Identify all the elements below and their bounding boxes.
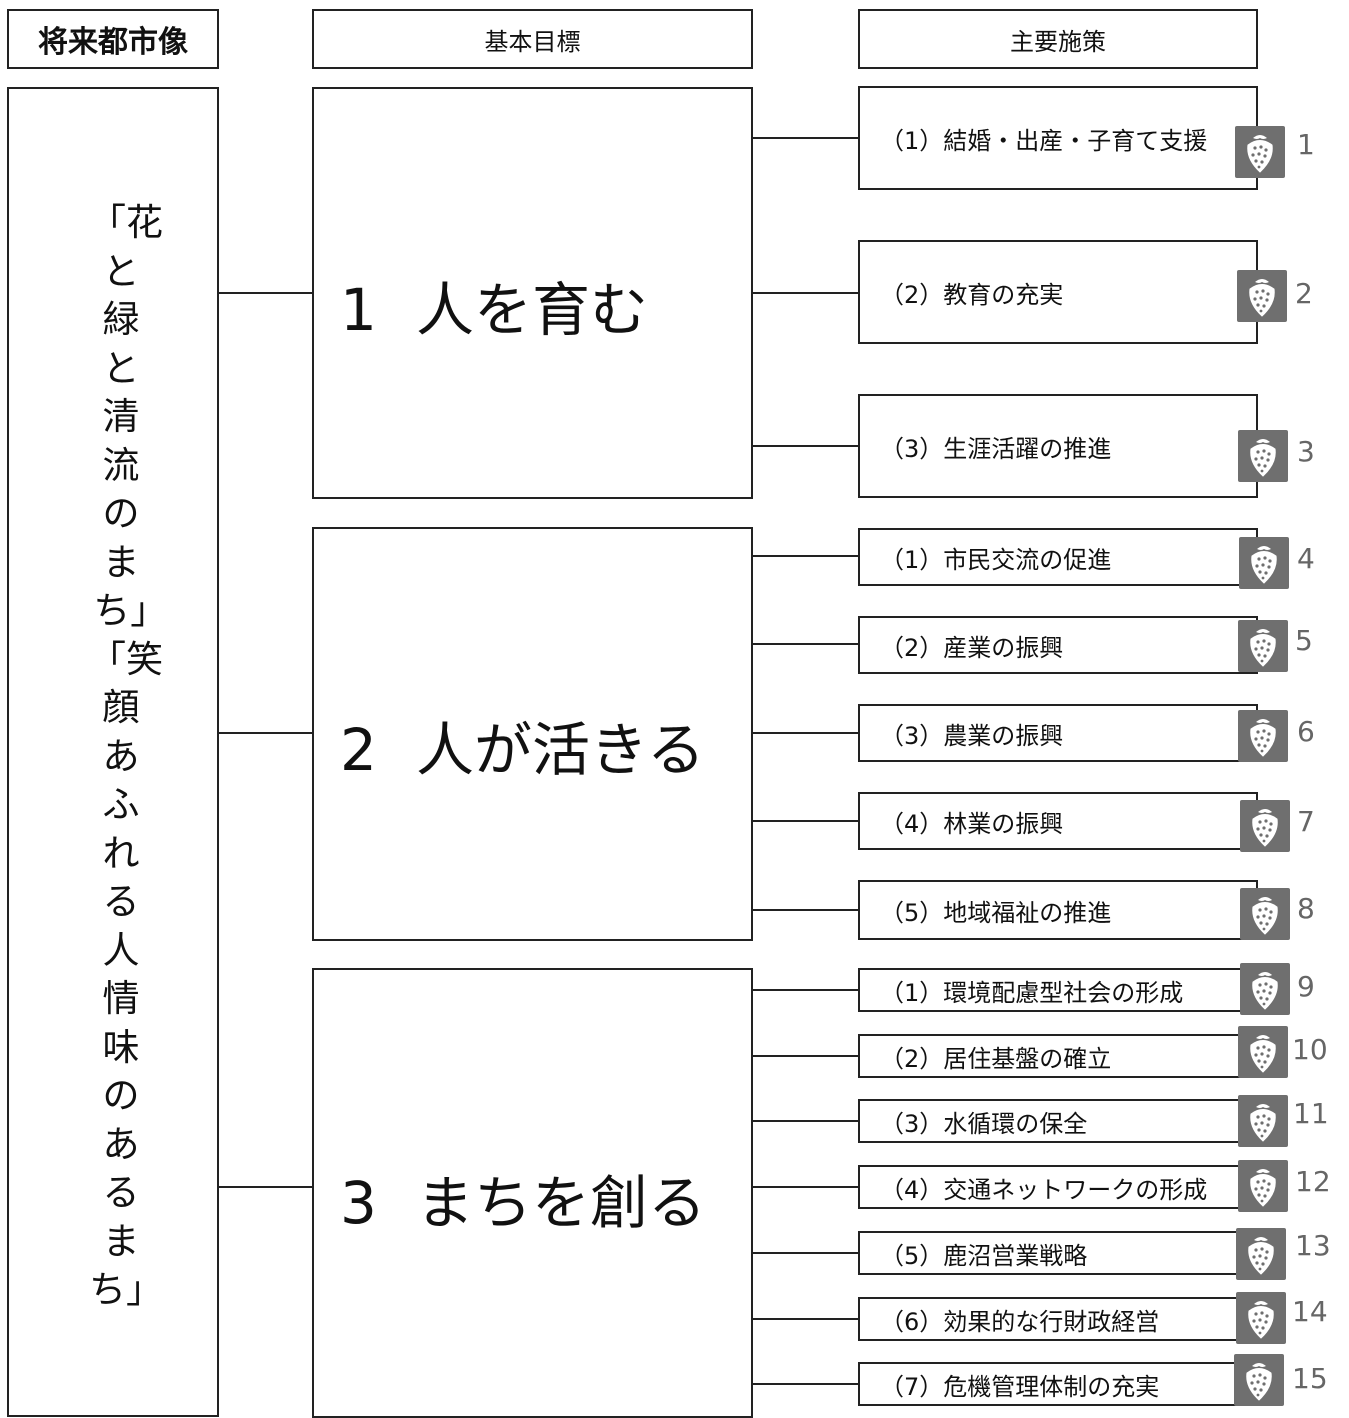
policy-box-12: （4）交通ネットワークの形成 <box>858 1165 1258 1209</box>
strawberry-icon <box>1234 1354 1284 1406</box>
policy-label: （6）効果的な行財政経営 <box>880 1307 1160 1336</box>
policy-box-4: （1）市民交流の促進 <box>858 528 1258 586</box>
policy-label: （3）生涯活躍の推進 <box>880 434 1112 463</box>
vision-box: 「花と緑と清流のまち」「笑顔あふれる人情味のあるまち」 <box>7 87 219 1417</box>
policy-box-14: （6）効果的な行財政経営 <box>858 1297 1258 1341</box>
policy-label: （1）結婚・出産・子育て支援 <box>880 126 1208 155</box>
strawberry-icon <box>1240 963 1290 1015</box>
strawberry-icon <box>1236 1292 1286 1344</box>
header-policies-label: 主要施策 <box>1010 27 1106 56</box>
vision-text: 「花と緑と清流のまち」「笑顔あふれる人情味のあるまち」 <box>89 201 163 1311</box>
policy-index: 6 <box>1297 715 1315 748</box>
goal-label-2: 2 人が活きる <box>340 703 705 787</box>
header-goals: 基本目標 <box>312 9 753 69</box>
strawberry-icon <box>1237 270 1287 322</box>
policy-index: 15 <box>1292 1362 1328 1395</box>
strawberry-icon <box>1236 1228 1286 1280</box>
header-goals-label: 基本目標 <box>484 27 581 56</box>
policy-index: 2 <box>1295 277 1313 310</box>
policy-box-8: （5）地域福祉の推進 <box>858 880 1258 940</box>
policy-index: 13 <box>1295 1229 1331 1262</box>
policy-index: 1 <box>1297 128 1315 161</box>
policy-index: 7 <box>1297 805 1315 838</box>
goal-number: 3 <box>340 1169 377 1237</box>
policy-label: （5）鹿沼営業戦略 <box>880 1241 1088 1270</box>
policy-index: 9 <box>1297 970 1315 1003</box>
policy-box-7: （4）林業の振興 <box>858 792 1258 850</box>
strawberry-icon <box>1238 710 1288 762</box>
policy-index: 14 <box>1292 1295 1328 1328</box>
goal-label-3: 3 まちを創る <box>340 1156 706 1240</box>
goal-title: 人を育む <box>416 276 649 344</box>
policy-label: （4）交通ネットワークの形成 <box>880 1175 1208 1204</box>
policy-box-5: （2）産業の振興 <box>858 616 1258 674</box>
policy-index: 3 <box>1297 435 1315 468</box>
policy-index: 10 <box>1292 1033 1328 1066</box>
policy-box-11: （3）水循環の保全 <box>858 1099 1258 1143</box>
strawberry-icon <box>1238 1160 1288 1212</box>
policy-box-6: （3）農業の振興 <box>858 704 1258 762</box>
policy-label: （4）林業の振興 <box>880 809 1064 838</box>
policy-index: 5 <box>1295 624 1313 657</box>
policy-box-9: （1）環境配慮型社会の形成 <box>858 968 1258 1012</box>
strawberry-icon <box>1238 430 1288 482</box>
policy-box-15: （7）危機管理体制の充実 <box>858 1362 1258 1406</box>
goal-title: まちを創る <box>416 1169 707 1237</box>
goal-number: 2 <box>340 716 377 784</box>
strawberry-icon <box>1240 888 1290 940</box>
policy-label: （3）農業の振興 <box>880 721 1064 750</box>
policy-label: （5）地域福祉の推進 <box>880 898 1112 927</box>
policy-index: 8 <box>1297 892 1315 925</box>
goal-box-2: 2 人が活きる <box>312 527 753 941</box>
goal-box-3: 3 まちを創る <box>312 968 753 1418</box>
strawberry-icon <box>1239 537 1289 589</box>
goal-title: 人が活きる <box>416 716 705 784</box>
policy-label: （1）環境配慮型社会の形成 <box>880 978 1184 1007</box>
policy-box-1: （1）結婚・出産・子育て支援 <box>858 86 1258 190</box>
policy-label: （7）危機管理体制の充実 <box>880 1372 1160 1401</box>
goal-number: 1 <box>340 276 377 344</box>
goal-box-1: 1 人を育む <box>312 87 753 499</box>
policy-box-13: （5）鹿沼営業戦略 <box>858 1231 1258 1275</box>
policy-box-3: （3）生涯活躍の推進 <box>858 394 1258 498</box>
header-vision: 将来都市像 <box>7 9 219 69</box>
strawberry-icon <box>1238 1026 1288 1078</box>
strawberry-icon <box>1235 126 1285 178</box>
strawberry-icon <box>1238 1095 1288 1147</box>
policy-index: 12 <box>1295 1165 1331 1198</box>
policy-index: 4 <box>1297 542 1315 575</box>
strawberry-icon <box>1238 620 1288 672</box>
policy-label: （2）居住基盤の確立 <box>880 1044 1112 1073</box>
policy-label: （2）産業の振興 <box>880 633 1064 662</box>
policy-index: 11 <box>1293 1097 1329 1130</box>
policy-label: （3）水循環の保全 <box>880 1109 1088 1138</box>
header-vision-label: 将来都市像 <box>38 25 188 60</box>
policy-label: （2）教育の充実 <box>880 280 1064 309</box>
strawberry-icon <box>1240 800 1290 852</box>
policy-label: （1）市民交流の促進 <box>880 545 1112 574</box>
header-policies: 主要施策 <box>858 9 1258 69</box>
policy-box-2: （2）教育の充実 <box>858 240 1258 344</box>
goal-label-1: 1 人を育む <box>340 263 648 347</box>
policy-box-10: （2）居住基盤の確立 <box>858 1034 1258 1078</box>
